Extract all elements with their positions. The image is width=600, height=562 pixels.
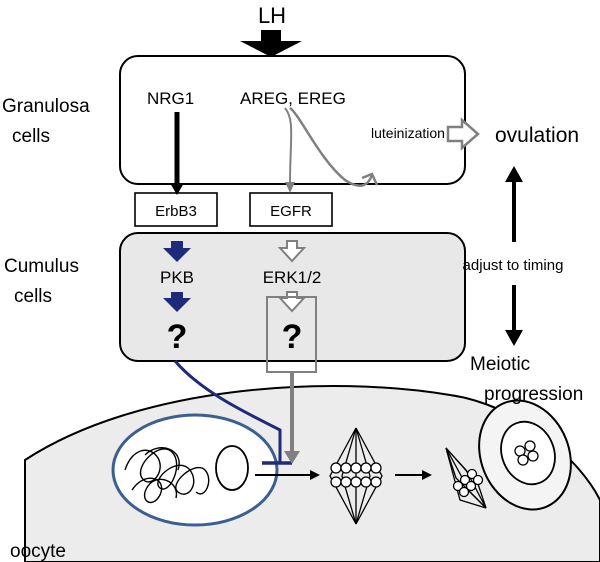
erk-unknown: ? xyxy=(282,318,303,356)
nrg1-to-erbb3-arrowhead xyxy=(170,183,184,195)
areg-to-egfr-arrow xyxy=(284,107,293,185)
ovulation-label: ovulation xyxy=(495,124,579,147)
nucleus xyxy=(111,413,279,527)
pkb-label: PKB xyxy=(160,268,194,287)
egfr-label: EGFR xyxy=(270,203,312,220)
erbb3-label: ErbB3 xyxy=(155,203,197,220)
ovulation-open-arrow xyxy=(446,117,480,151)
cumulus-label-1: Cumulus xyxy=(4,256,79,277)
luteinization-label: luteinization xyxy=(371,125,445,141)
pkb-arrow-2 xyxy=(163,292,191,312)
granulosa-box xyxy=(119,55,466,185)
polar-body-inner xyxy=(500,420,556,486)
meiotic-label-1: Meiotic xyxy=(470,354,530,375)
metaphase-ii-spindle xyxy=(445,447,487,509)
chromatin-scribble xyxy=(124,447,210,504)
nucleolus xyxy=(215,445,249,491)
egfr-box xyxy=(249,192,333,227)
timing-arrow-up-head xyxy=(505,166,523,182)
oocyte-label: oocyte xyxy=(10,541,66,562)
pkb-arrow-1 xyxy=(163,241,191,262)
erk-to-oocyte-arrowhead xyxy=(284,451,300,464)
areg-to-egfr-arrowhead xyxy=(285,182,295,193)
polar-body-chromosomes xyxy=(514,440,539,466)
lh-label: LH xyxy=(258,3,286,28)
nrg1-label: NRG1 xyxy=(147,89,194,108)
luteinization-curve-head xyxy=(361,172,379,186)
lh-arrow-shaft xyxy=(261,30,281,42)
granulosa-label-1: Granulosa xyxy=(2,96,90,117)
meiotic-label-2: progression xyxy=(484,384,583,405)
timing-label: adjust to timing xyxy=(463,257,564,274)
areg-ereg-label: AREG, EREG xyxy=(240,89,346,108)
lh-arrow-head xyxy=(240,41,302,57)
timing-arrow-down-head xyxy=(505,330,523,346)
luteinization-curve xyxy=(289,106,374,187)
erk-arrow-1 xyxy=(277,240,307,263)
erk-label: ERK1/2 xyxy=(263,268,322,287)
granulosa-label-2: cells xyxy=(12,126,50,147)
pkb-inhibition-line xyxy=(173,360,282,462)
metaphase-i-spindle xyxy=(329,427,383,525)
cumulus-label-2: cells xyxy=(14,286,52,307)
pkb-unknown: ? xyxy=(167,318,188,356)
